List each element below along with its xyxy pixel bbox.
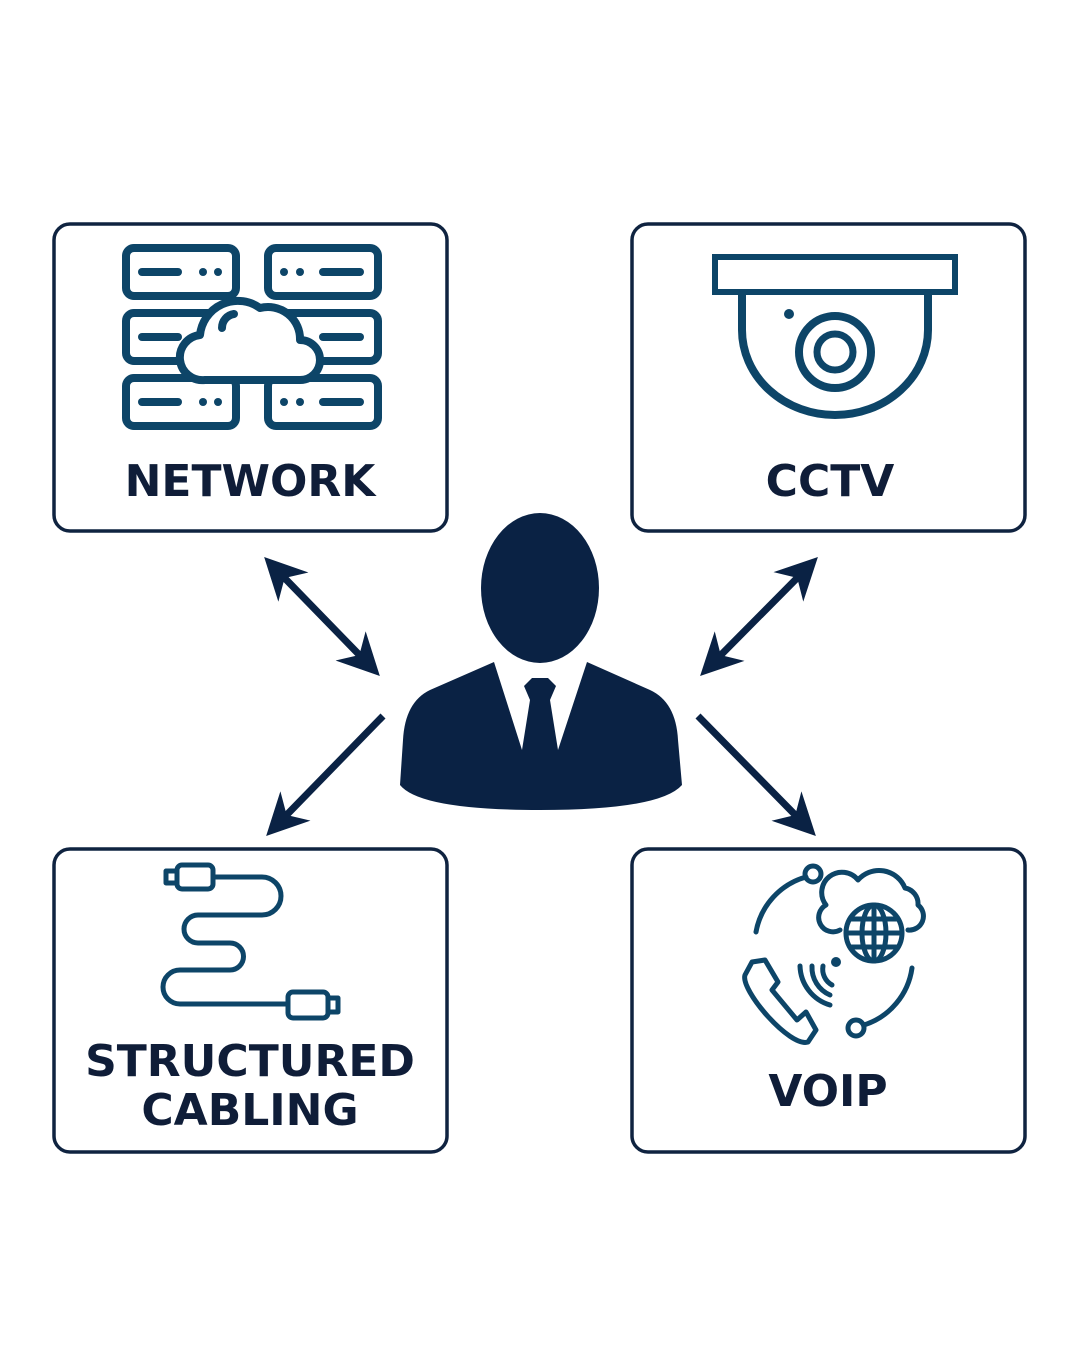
network-label: NETWORK [125, 456, 378, 507]
arrow-person-voip [695, 713, 816, 836]
voip-phone-globe-icon [742, 863, 926, 1045]
voip-label: VOIP [768, 1066, 887, 1117]
arrow-network-person [264, 556, 380, 677]
cabling-label-line2: CABLING [141, 1085, 358, 1136]
cabling-label-line1: STRUCTURED [85, 1036, 415, 1087]
server-cloud-icon [122, 244, 382, 430]
cable-icon [160, 862, 341, 1021]
cctv-card: CCTV [630, 222, 1027, 533]
arrow-cctv-person [700, 557, 818, 676]
cctv-label: CCTV [766, 456, 895, 507]
dome-camera-icon [712, 254, 958, 419]
person-silhouette-icon [400, 513, 682, 810]
voip-card: VOIP [630, 847, 1027, 1154]
structured-cabling-card: STRUCTURED CABLING [52, 847, 449, 1154]
arrow-person-cabling [266, 713, 386, 837]
network-card: NETWORK [52, 222, 449, 533]
